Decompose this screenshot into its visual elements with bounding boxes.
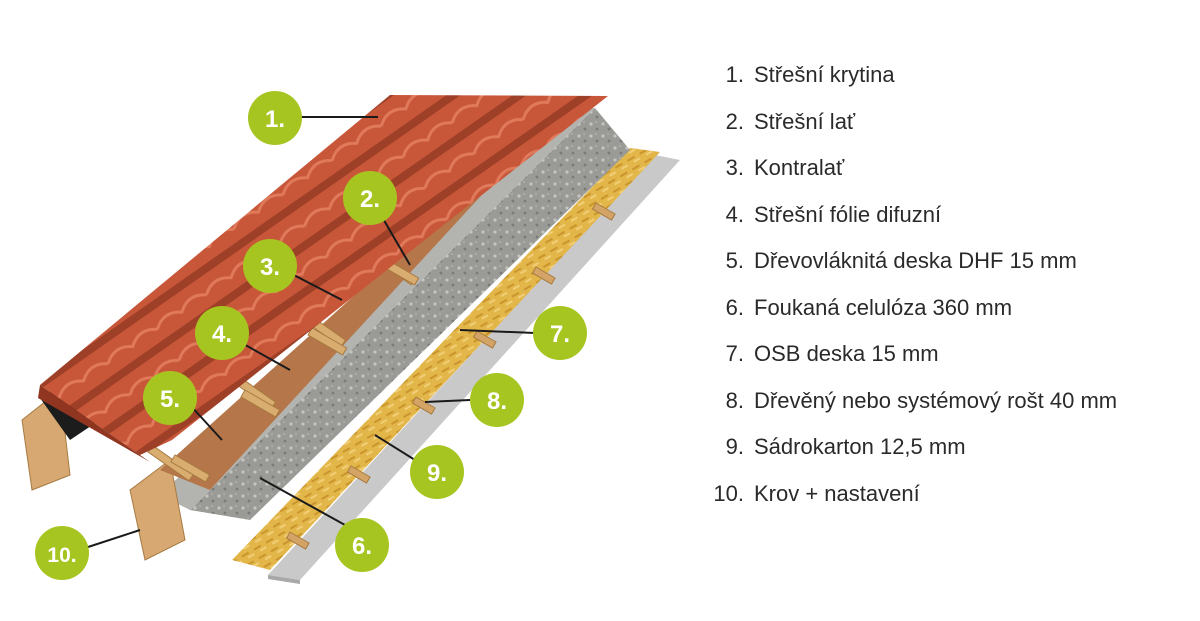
svg-text:2.: 2. [360, 186, 380, 213]
legend-item: 10. Krov + nastavení [700, 471, 1117, 518]
badge-3: 3. [243, 239, 297, 293]
legend-label: Foukaná celulóza 360 mm [754, 294, 1013, 320]
svg-text:9.: 9. [427, 460, 447, 487]
legend-label: Střešní krytina [754, 62, 895, 88]
badge-5: 5. [143, 371, 197, 425]
svg-text:5.: 5. [160, 386, 180, 413]
roof-cross-section-illustration: 1. 2. 3. 4. 5. 6. 7. 8. [21, 91, 680, 584]
badge-6: 6. [335, 518, 389, 572]
svg-text:6.: 6. [352, 533, 372, 560]
legend-number: 8. [725, 387, 744, 413]
svg-text:7.: 7. [550, 321, 570, 348]
legend-label: Krov + nastavení [754, 480, 920, 506]
badge-8: 8. [470, 373, 524, 427]
plasterboard-layer [268, 155, 680, 580]
legend-item: 8. Dřevěný nebo systémový rošt 40 mm [700, 378, 1118, 425]
legend-item: 1. Střešní krytina [700, 52, 1117, 99]
legend-label: Dřevěný nebo systémový rošt 40 mm [754, 387, 1118, 413]
legend-number: 4. [725, 201, 744, 227]
legend-number: 6. [725, 294, 744, 320]
badge-2: 2. [343, 171, 397, 225]
roof-tiles-layer [40, 95, 608, 455]
legend-label: OSB deska 15 mm [754, 341, 939, 367]
legend-number: 10. [713, 480, 744, 506]
osb-layer [232, 148, 660, 570]
legend-label: Dřevovláknitá deska DHF 15 mm [754, 248, 1077, 274]
svg-text:1.: 1. [265, 106, 285, 133]
legend-number: 3. [725, 155, 744, 181]
legend-item: 4. Střešní fólie difuzní [700, 192, 1117, 239]
legend-number: 9. [725, 434, 744, 460]
badge-1: 1. [248, 91, 302, 145]
legend-label: Kontralať [754, 155, 845, 181]
legend-item: 3. Kontralať [700, 145, 1117, 192]
plasterboard-edge [268, 575, 300, 584]
svg-text:3.: 3. [260, 254, 280, 281]
layer-legend: 1. Střešní krytina 2. Střešní lať 3. Kontra… [700, 52, 1117, 517]
badge-7: 7. [533, 306, 587, 360]
badge-4: 4. [195, 306, 249, 360]
legend-item: 7. OSB deska 15 mm [700, 331, 1117, 378]
legend-item: 9. Sádrokarton 12,5 mm [700, 424, 1117, 471]
cellulose-insulation-layer [190, 108, 630, 520]
badge-9: 9. [410, 445, 464, 499]
legend-item: 2. Střešní lať [700, 99, 1117, 146]
badge-10: 10. [35, 526, 89, 580]
legend-number: 7. [725, 341, 744, 367]
legend-item: 6. Foukaná celulóza 360 mm [700, 285, 1117, 332]
legend-number: 2. [725, 108, 744, 134]
grid-battens [285, 202, 616, 550]
roof-tiles-edge [38, 385, 150, 462]
legend-item: 5. Dřevovláknitá deska DHF 15 mm [700, 238, 1117, 285]
legend-label: Střešní fólie difuzní [754, 201, 942, 227]
svg-text:10.: 10. [47, 544, 76, 567]
legend-label: Sádrokarton 12,5 mm [754, 434, 966, 460]
legend-number: 5. [725, 248, 744, 274]
legend-number: 1. [725, 62, 744, 88]
legend-label: Střešní lať [754, 108, 856, 134]
svg-text:8.: 8. [487, 388, 507, 415]
svg-text:4.: 4. [212, 321, 232, 348]
